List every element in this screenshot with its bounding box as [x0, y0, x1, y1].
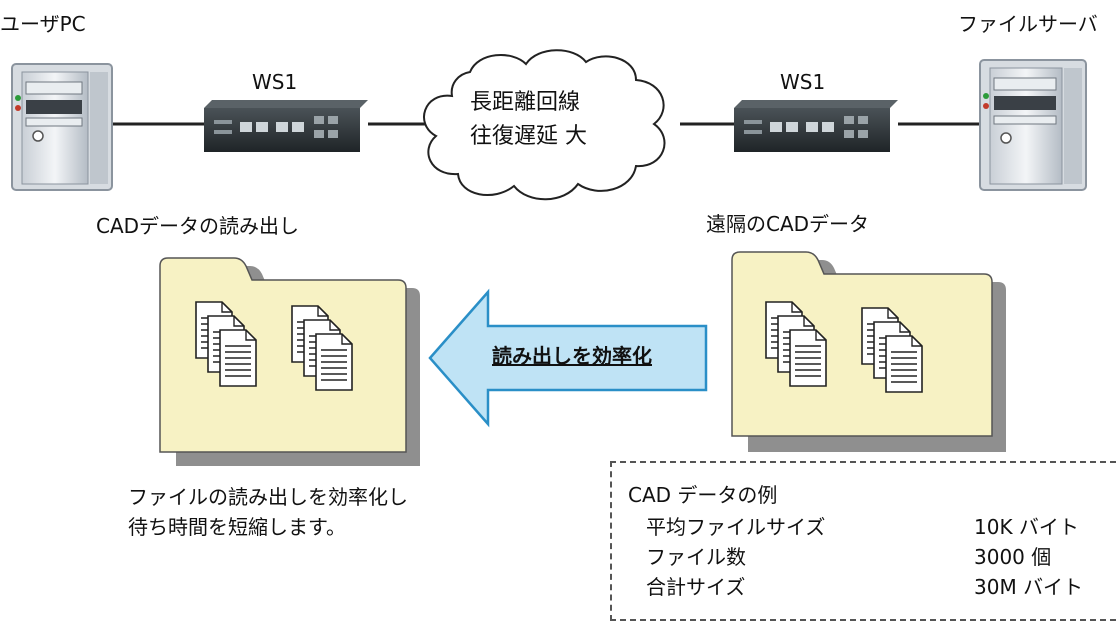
cloud-line-1: 長距離回線	[470, 90, 581, 115]
arrow-label: 読み出しを効率化	[492, 344, 652, 368]
example-row-value: 30M バイト	[974, 575, 1084, 599]
wan-cloud-icon	[423, 49, 666, 201]
cad-example-title: CAD データの例	[628, 483, 778, 507]
ws1-left-switch-icon	[204, 100, 368, 152]
example-row-label: 合計サイズ	[646, 575, 746, 599]
network-diagram	[11, 49, 1087, 466]
example-row-value: 3000 個	[974, 545, 1052, 569]
caption: ファイルの読み出しを効率化し 待ち時間を短縮します。	[128, 482, 408, 542]
file-server-label: ファイルサーバ	[958, 12, 1098, 36]
ws1-right-switch-icon	[734, 100, 898, 152]
remote-folder-icon	[731, 251, 1006, 452]
example-row-value: 10K バイト	[974, 515, 1079, 539]
remote-cad-label: 遠隔のCADデータ	[706, 212, 870, 236]
ws-right-label: WS1	[780, 70, 826, 94]
file-server-icon	[979, 59, 1087, 191]
user-pc-label: ユーザPC	[0, 12, 86, 36]
caption-line-2: 待ち時間を短縮します。	[128, 515, 346, 539]
read-cad-label: CADデータの読み出し	[96, 214, 300, 238]
user-pc-icon	[11, 63, 113, 191]
example-row-label: ファイル数	[646, 545, 746, 569]
example-row-label: 平均ファイルサイズ	[646, 515, 826, 539]
cloud-line-2: 往復遅延 大	[470, 124, 587, 149]
ws-left-label: WS1	[252, 70, 298, 94]
efficiency-arrow	[428, 288, 708, 428]
local-folder-icon	[159, 257, 420, 466]
caption-line-1: ファイルの読み出しを効率化し	[128, 485, 408, 509]
wan-cloud-text: 長距離回線 往復遅延 大	[470, 86, 640, 154]
